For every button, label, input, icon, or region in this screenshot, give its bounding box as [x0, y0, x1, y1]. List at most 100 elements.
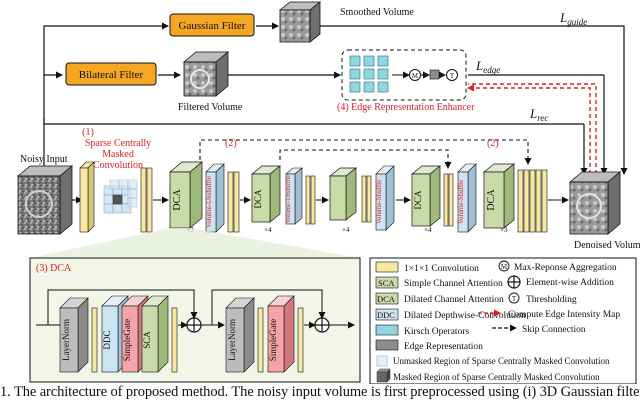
legend-dca: Dilated Channel Attention [404, 295, 504, 305]
legend-thresh: Thresholding [526, 295, 577, 305]
legend-t-symbol [508, 292, 520, 304]
denoised-volume-label: Denoised Volume [574, 240, 640, 251]
dca-block-4: DCA [411, 165, 441, 227]
bilateral-filter-box: Bilateral Filter [65, 62, 157, 86]
conv-slab-2 [140, 167, 153, 233]
svg-text:Volume-Unshuffle: Volume-Unshuffle [205, 176, 213, 228]
filtered-volume-cube [182, 51, 230, 97]
legend-swatch-masked [376, 371, 388, 383]
filtered-volume-label: Filtered Volume [178, 102, 243, 113]
repeat-x3-b: ×3 [500, 226, 508, 234]
volume-shuffle-2: Volume-Shuffle [457, 163, 477, 233]
repeat-x4-c: ×4 [424, 226, 432, 234]
dca-block-5: DCA [483, 163, 515, 229]
volume-unshuffle-1: Volume-Unshuffle [205, 163, 225, 233]
conv-slab-6 [443, 173, 454, 227]
svg-text:SimpleGate: SimpleGate [122, 319, 132, 362]
loss-edge: Ledge [475, 58, 500, 75]
legend: 1×1×1 Convolution SCA Simple Channel Att… [369, 257, 637, 384]
scm-line2: Masked [102, 149, 134, 160]
legend-elem-add: Element-wise Addition [526, 278, 614, 288]
svg-text:M: M [501, 263, 508, 271]
svg-text:DDC: DDC [102, 330, 112, 349]
repeat-x4-a: ×4 [264, 226, 272, 234]
enhancer-title: (4) Edge Representation Enhancer [337, 102, 475, 113]
svg-text:SimpleGate: SimpleGate [268, 319, 278, 362]
max-aggregation-symbol [409, 69, 421, 81]
svg-text:LayerNorm: LayerNorm [227, 319, 237, 361]
edge-branch [44, 71, 608, 175]
legend-swatch-edge-rep [375, 339, 399, 351]
svg-text:SCA: SCA [378, 278, 395, 288]
svg-text:T: T [512, 295, 517, 303]
marker-2b: (2) [487, 138, 499, 149]
gaussian-filter-box: Gaussian Filter [169, 13, 255, 37]
legend-masked: Masked Region of Sparse Centrally Masked… [393, 372, 600, 382]
svg-text:DCA: DCA [172, 189, 183, 211]
legend-unmasked: Unmasked Region of Sparse Centrally Mask… [393, 356, 610, 366]
legend-swatch-kirsch [375, 324, 399, 336]
noisy-input-label: Noisy Input [20, 154, 68, 165]
svg-text:Bilateral Filter: Bilateral Filter [79, 69, 144, 81]
dca-detail-title: (3) DCA [36, 263, 72, 274]
legend-max-agg: Max-Reponse Aggregation [514, 263, 617, 273]
svg-text:DCA: DCA [413, 190, 423, 210]
smoothed-volume-cube [278, 1, 322, 43]
svg-text:DCA: DCA [377, 294, 396, 304]
legend-edge-rep: Edge Representation [404, 342, 483, 352]
svg-text:Volume-Shuffle: Volume-Shuffle [457, 180, 465, 224]
conv-slab-3 [227, 171, 240, 233]
legend-swatch-sca [375, 276, 399, 289]
dca-detail-panel: (3) DCA LayerNorm DDC SimpleGate SCA [29, 257, 361, 383]
svg-text:LayerNorm: LayerNorm [61, 319, 71, 361]
kirsch-cubes [349, 55, 389, 93]
guide-branch [43, 22, 628, 175]
legend-m-symbol [498, 260, 510, 272]
legend-kirsch: Kirsch Operators [404, 327, 469, 337]
diagram-canvas: Lguide Ledge Lrec Gaussian Filter Bilate… [16, 1, 640, 384]
legend-edge-map: Compute Edge Intensity Map [508, 310, 620, 320]
edge-enhancer-panel: M T [341, 49, 467, 101]
marker-2a: (2) [225, 138, 237, 149]
zoom-wedge [30, 228, 360, 258]
scm-kernel-grid [103, 179, 138, 214]
svg-text:DCA: DCA [486, 189, 497, 211]
svg-text:Gaussian Filter: Gaussian Filter [179, 20, 246, 32]
dca-block-1: DCA [169, 161, 203, 229]
threshold-symbol [446, 69, 458, 81]
conv-slab-1 [79, 161, 95, 233]
figure-caption: 1. The architecture of proposed method. … [0, 384, 640, 400]
legend-conv: 1×1×1 Convolution [404, 264, 479, 274]
volume-shuffle-1: Volume-Shuffle [375, 165, 395, 231]
conv-slab-7 [517, 169, 548, 233]
volume-unshuffle-2: Volume-Unshuffle [285, 167, 303, 225]
dca-block-2: DCA [251, 165, 281, 223]
conv-slab-5 [361, 175, 372, 223]
svg-text:M: M [412, 72, 419, 80]
legend-ddc: Dilated Depthwise-Convolution [404, 311, 526, 321]
dca-block-3 [329, 167, 357, 221]
edge-representation-cube [429, 69, 440, 80]
scm-number: (1) [82, 127, 94, 138]
legend-swatch-ddc [375, 308, 399, 321]
svg-text:T: T [450, 72, 455, 80]
scm-line1: Sparse Centrally [85, 138, 151, 149]
conv-slab-4 [305, 175, 316, 225]
smoothed-volume-label: Smoothed Volume [340, 7, 414, 18]
loss-guide: Lguide [559, 10, 587, 27]
legend-swatch-dca [375, 292, 399, 305]
loss-rec: Lrec [529, 106, 548, 123]
svg-text:DDC: DDC [377, 310, 395, 320]
svg-text:Volume-Unshuffle: Volume-Unshuffle [285, 175, 292, 223]
legend-swatch-unmasked [376, 355, 388, 367]
legend-sca: Simple Channel Attention [404, 279, 503, 289]
svg-text:DCA: DCA [253, 189, 263, 209]
rec-branch [43, 118, 588, 175]
repeat-x4-b: ×4 [342, 226, 350, 234]
noisy-input-cube [16, 165, 74, 235]
svg-text:SCA: SCA [142, 331, 152, 349]
scm-line3: Convolution [93, 160, 143, 171]
legend-swatch-conv [375, 261, 399, 273]
svg-text:Volume-Shuffle: Volume-Shuffle [375, 180, 383, 224]
